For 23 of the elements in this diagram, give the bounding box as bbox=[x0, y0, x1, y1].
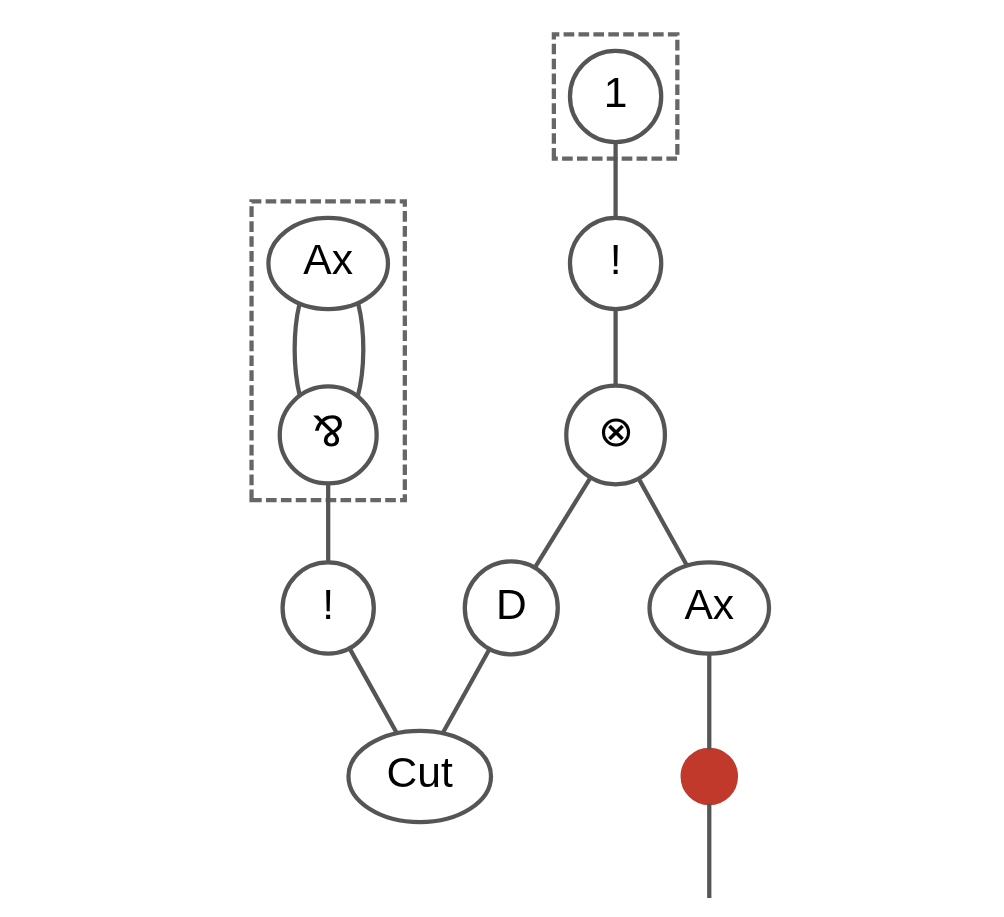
node-circle: D bbox=[462, 559, 560, 657]
cluster bbox=[249, 199, 407, 503]
connector bbox=[355, 303, 366, 398]
node-ellipse: Cut bbox=[346, 728, 494, 825]
cluster bbox=[551, 32, 680, 161]
connector bbox=[347, 647, 399, 735]
connector bbox=[326, 483, 331, 563]
node-circle: ! bbox=[280, 560, 376, 656]
connector bbox=[637, 478, 689, 567]
node-circle: ! bbox=[567, 215, 664, 312]
connector bbox=[292, 303, 302, 397]
node-circle bbox=[680, 747, 738, 806]
connector bbox=[440, 648, 491, 735]
connector bbox=[707, 803, 712, 899]
connector bbox=[613, 142, 618, 219]
node-circle: ⊗ bbox=[564, 383, 668, 487]
node-ellipse: Ax bbox=[266, 215, 391, 312]
connector bbox=[533, 476, 593, 569]
connector bbox=[707, 653, 712, 750]
node-circle: ⅋ bbox=[277, 384, 379, 486]
connector bbox=[613, 308, 618, 386]
node-ellipse: Ax bbox=[647, 560, 772, 656]
node-circle: 1 bbox=[567, 48, 664, 145]
